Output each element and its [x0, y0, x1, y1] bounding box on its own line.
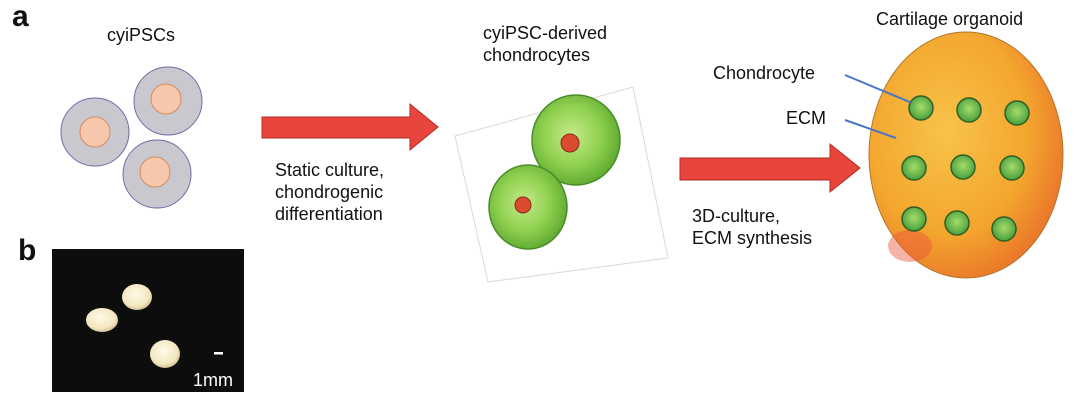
scale-bar-label: 1mm	[193, 370, 233, 390]
pellet-photo	[52, 249, 244, 392]
chondrocyte-image	[454, 86, 669, 283]
label-3d-culture: 3D-culture, ECM synthesis	[692, 206, 813, 248]
callout-chondrocyte: Chondrocyte	[713, 63, 816, 83]
panel-b-letter: b	[18, 234, 37, 267]
arrow-differentiation	[261, 102, 439, 152]
panel-a-letter: a	[12, 0, 29, 33]
callout-ecm: ECM	[786, 108, 826, 128]
scale-bar	[214, 352, 223, 355]
arrow-3d-culture	[679, 142, 861, 194]
label-chondrocytes: cyiPSC-derived chondrocytes	[483, 23, 608, 65]
ipsc-cell-1	[60, 97, 130, 167]
label-cartilage-organoid: Cartilage organoid	[876, 9, 1024, 29]
label-static-culture: Static culture, chondrogenic differentia…	[275, 160, 385, 224]
ipsc-cell-3	[122, 139, 192, 209]
callout-line-ecm	[844, 119, 897, 139]
cartilage-organoid	[868, 31, 1064, 279]
callout-line-chondrocyte	[844, 74, 913, 104]
ipsc-cell-2	[133, 66, 203, 136]
label-cyipscs: cyiPSCs	[107, 25, 176, 45]
